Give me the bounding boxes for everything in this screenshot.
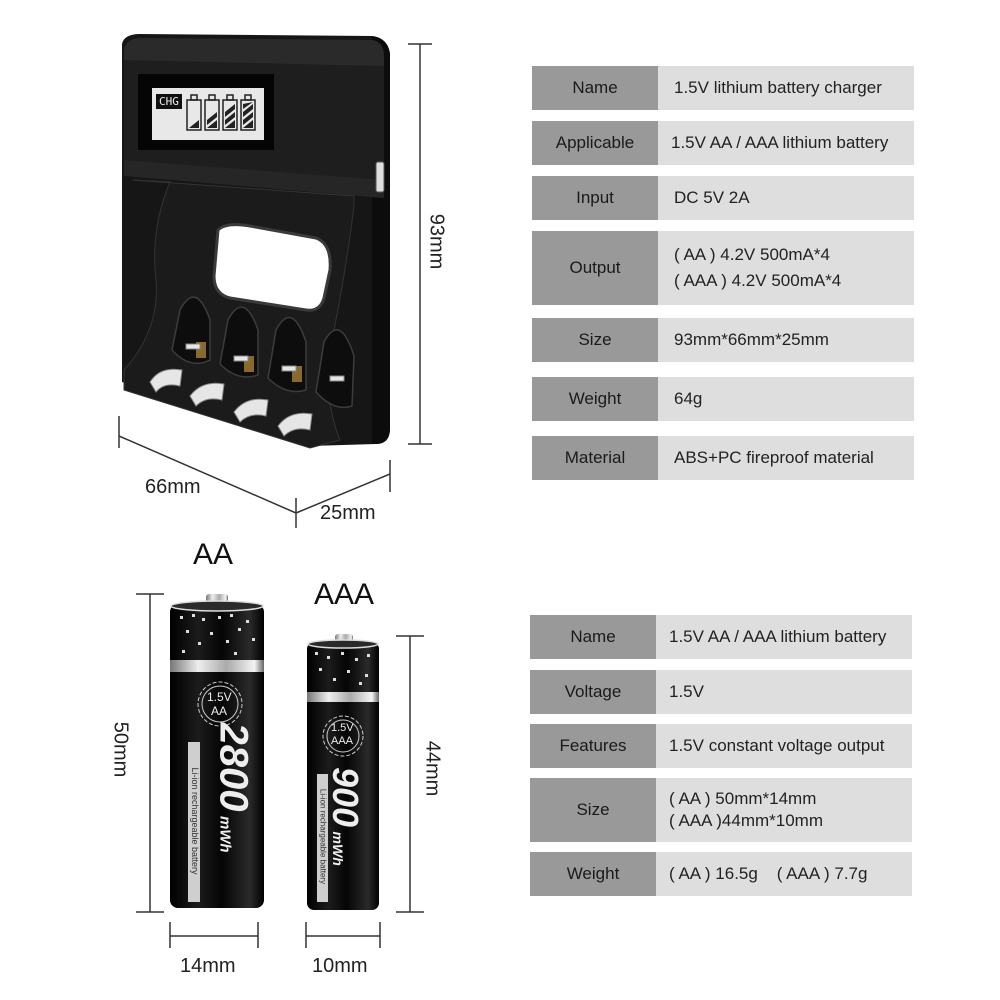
aa-height-label: 50mm xyxy=(109,721,132,778)
aa-battery: 1.5V AA Li-ion rechargeable battery 2800… xyxy=(168,592,266,912)
spec-label: Name xyxy=(530,615,656,659)
aaa-capacity: 900 mWh xyxy=(325,767,366,866)
aaa-width-dimension-line xyxy=(305,922,381,948)
spec-value: ABS+PC fireproof material xyxy=(658,436,914,480)
charger-depth-label: 25mm xyxy=(320,502,376,524)
spec-row-weight: Weight ( AA ) 16.5g ( AAA ) 7.7g xyxy=(530,852,912,896)
spec-label: Size xyxy=(530,778,656,842)
spec-row-output: Output ( AA ) 4.2V 500mA*4 ( AAA ) 4.2V … xyxy=(532,231,914,305)
aa-type-label: AA xyxy=(193,538,234,571)
aa-badge-voltage: 1.5V xyxy=(207,690,232,704)
spec-label: Weight xyxy=(530,852,656,896)
spec-row-input: Input DC 5V 2A xyxy=(532,176,914,220)
spec-value: 1.5V xyxy=(656,670,912,714)
charger-height-label: 93mm xyxy=(425,213,448,270)
charger-illustration: CHG xyxy=(110,30,400,450)
spec-value: 1.5V AA / AAA lithium battery xyxy=(658,121,914,165)
spec-label: Voltage xyxy=(530,670,656,714)
spec-value: ( AA ) 50mm*14mm ( AAA )44mm*10mm xyxy=(656,778,912,842)
aa-width-label: 14mm xyxy=(180,955,236,977)
battery-level-icons xyxy=(186,94,256,131)
aaa-badge-type: AAA xyxy=(331,735,354,747)
aa-height-dimension-line xyxy=(136,593,164,913)
spec-value: 1.5V constant voltage output xyxy=(656,724,912,768)
spec-row-size: Size 93mm*66mm*25mm xyxy=(532,318,914,362)
charger-height-dimension-line xyxy=(408,43,432,445)
spec-value: ( AA ) 4.2V 500mA*4 ( AAA ) 4.2V 500mA*4 xyxy=(658,231,914,305)
spec-label: Size xyxy=(532,318,658,362)
aa-badge-type: AA xyxy=(211,704,228,718)
aaa-width-label: 10mm xyxy=(312,955,368,977)
spec-value: 1.5V lithium battery charger xyxy=(658,66,914,110)
spec-label: Material xyxy=(532,436,658,480)
lcd-chg-label: CHG xyxy=(156,94,182,109)
aa-width-dimension-line xyxy=(169,922,259,948)
spec-value: 93mm*66mm*25mm xyxy=(658,318,914,362)
aaa-type-label: AAA xyxy=(314,578,375,611)
spec-value: DC 5V 2A xyxy=(658,176,914,220)
charger-width-dimension-line xyxy=(118,416,391,528)
spec-row-size: Size ( AA ) 50mm*14mm ( AAA )44mm*10mm xyxy=(530,778,912,842)
spec-row-weight: Weight 64g xyxy=(532,377,914,421)
spec-row-material: Material ABS+PC fireproof material xyxy=(532,436,914,480)
aaa-height-dimension-line xyxy=(396,635,424,913)
spec-value: ( AA ) 16.5g ( AAA ) 7.7g xyxy=(656,852,912,896)
aaa-badge-voltage: 1.5V xyxy=(331,722,354,734)
spec-row-features: Features 1.5V constant voltage output xyxy=(530,724,912,768)
spec-row-name: Name 1.5V lithium battery charger xyxy=(532,66,914,110)
spec-row-name: Name 1.5V AA / AAA lithium battery xyxy=(530,615,912,659)
spec-label: Applicable xyxy=(532,121,658,165)
spec-label: Input xyxy=(532,176,658,220)
aa-capacity: 2800 mWh xyxy=(211,722,256,853)
spec-label: Output xyxy=(532,231,658,305)
aa-strip-text: Li-ion rechargeable battery xyxy=(190,767,200,875)
spec-row-applicable: Applicable 1.5V AA / AAA lithium battery xyxy=(532,121,914,165)
aaa-battery: 1.5V AAA Li-ion rechargeable battery 900… xyxy=(305,632,381,914)
spec-label: Weight xyxy=(532,377,658,421)
spec-label: Name xyxy=(532,66,658,110)
spec-value: 1.5V AA / AAA lithium battery xyxy=(656,615,912,659)
spec-row-voltage: Voltage 1.5V xyxy=(530,670,912,714)
spec-label: Features xyxy=(530,724,656,768)
charger-width-label: 66mm xyxy=(145,476,201,498)
spec-value: 64g xyxy=(658,377,914,421)
aaa-height-label: 44mm xyxy=(421,740,444,797)
